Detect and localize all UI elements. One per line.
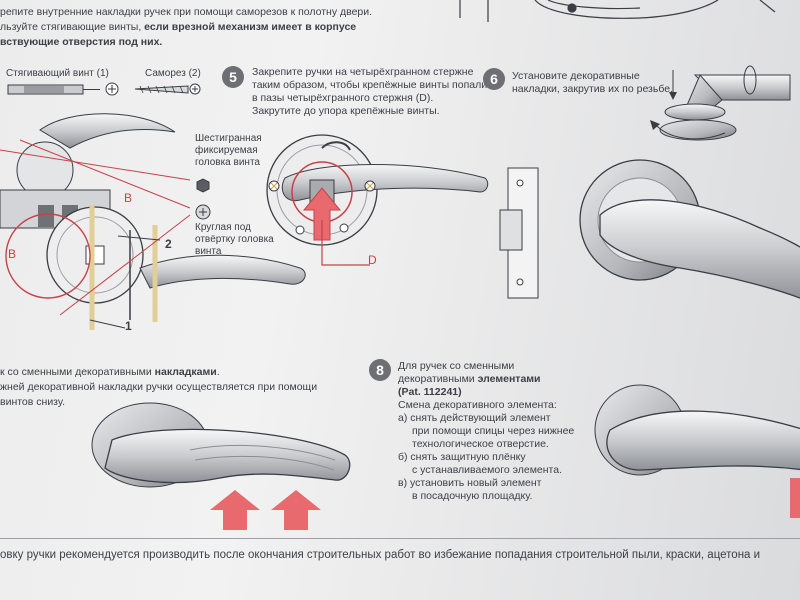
instruction-line-2b: если врезной механизм имеет в корпусе <box>144 21 357 33</box>
callout-2: 2 <box>165 237 172 251</box>
lever-handle-step7 <box>91 402 351 530</box>
step-6-badge: 6 <box>483 68 505 90</box>
step-8-item: технологическое отверстие. <box>412 438 549 450</box>
step-7-line-1: к со сменными декоративными накладками. <box>0 366 220 379</box>
screw-drawing <box>7 82 201 96</box>
instruction-line-3: вствующие отверстия под них. <box>0 36 163 48</box>
round-head-label: Круглая под отвёртку головка винта <box>195 222 274 257</box>
step-8-line-4: Смена декоративного элемента: <box>398 399 557 411</box>
divider <box>0 538 800 539</box>
door-plate-drawing <box>499 167 539 299</box>
lever-handle-right <box>579 159 800 299</box>
top-cut-handle <box>459 0 776 22</box>
step-5-line: таким образом, чтобы крепёжные винты поп… <box>252 79 488 91</box>
step-8-item: при помощи спицы через нижнее <box>412 425 575 437</box>
hex-head-label: Шестигранная фиксируемая головка винта <box>195 133 262 168</box>
step-8-line-1: Для ручек со сменными <box>398 360 515 372</box>
step-5-line: Закрепите ручки на четырёхгранном стержн… <box>252 66 474 78</box>
callout-b-1: B <box>124 191 133 205</box>
step-8-line-2: декоративными элементами <box>398 373 574 386</box>
round-head-icon <box>195 204 211 220</box>
step-8-line-2a: декоративными <box>398 373 478 385</box>
step-8-item: б) снять защитную плёнку <box>398 451 526 463</box>
step-7-line-3: винтов снизу. <box>0 396 65 408</box>
footer-note: овку ручки рекомендуется производить пос… <box>0 549 761 561</box>
step-8-item: а) снять действующий элемент <box>398 412 551 424</box>
hex-head-icon <box>196 178 210 193</box>
step-8-item: в посадочную площадку. <box>412 490 533 502</box>
self-tapping-screw-label: Саморез (2) <box>145 68 201 79</box>
step-5-line: Закрутите до упора крепёжные винты. <box>252 105 440 117</box>
callout-d: D <box>368 253 377 267</box>
instruction-line-2a: льзуйте стягивающие винты, <box>0 21 145 33</box>
step6-drawing <box>650 65 791 141</box>
step-8-badge: 8 <box>369 359 391 381</box>
step-7-line-2: жней декоративной накладки ручки осущест… <box>0 381 318 393</box>
step-7-line-1a: к со сменными декоративными <box>0 366 155 378</box>
exploded-handle-drawing <box>0 113 306 330</box>
step-8-item: в) установить новый элемент <box>398 477 542 489</box>
step-8-item: с устанавливаемого элемента. <box>412 464 562 476</box>
callout-1: 1 <box>125 319 132 333</box>
step5-drawing <box>266 134 489 266</box>
step-6-line: накладки, закрутив их по резьбе. <box>512 83 673 95</box>
step-8-text: Для ручек со сменными декоративными элем… <box>398 360 574 503</box>
instruction-line-1: репите внутренние накладки ручек при пом… <box>0 6 373 18</box>
step-5-text: Закрепите ручки на четырёхгранном стержн… <box>252 66 487 118</box>
step-8-patent: (Pat. 112241) <box>398 386 462 398</box>
step-5-badge: 5 <box>222 66 244 88</box>
step-6-text: Установите декоративные накладки, закрут… <box>512 70 673 96</box>
callout-b-2: B <box>8 247 17 261</box>
lever-handle-step8 <box>594 384 800 518</box>
step-7-line-1b: накладками <box>154 366 217 378</box>
step-6-line: Установите декоративные <box>512 70 640 82</box>
step-8-line-2b: элементами <box>477 373 541 385</box>
tightening-screw-label: Стягивающий винт (1) <box>6 68 109 79</box>
instruction-line-2: льзуйте стягивающие винты, если врезной … <box>0 21 356 34</box>
step-5-line: в пазы четырёхгранного стержня (D). <box>252 92 434 104</box>
step-7-line-1c: . <box>216 366 220 378</box>
